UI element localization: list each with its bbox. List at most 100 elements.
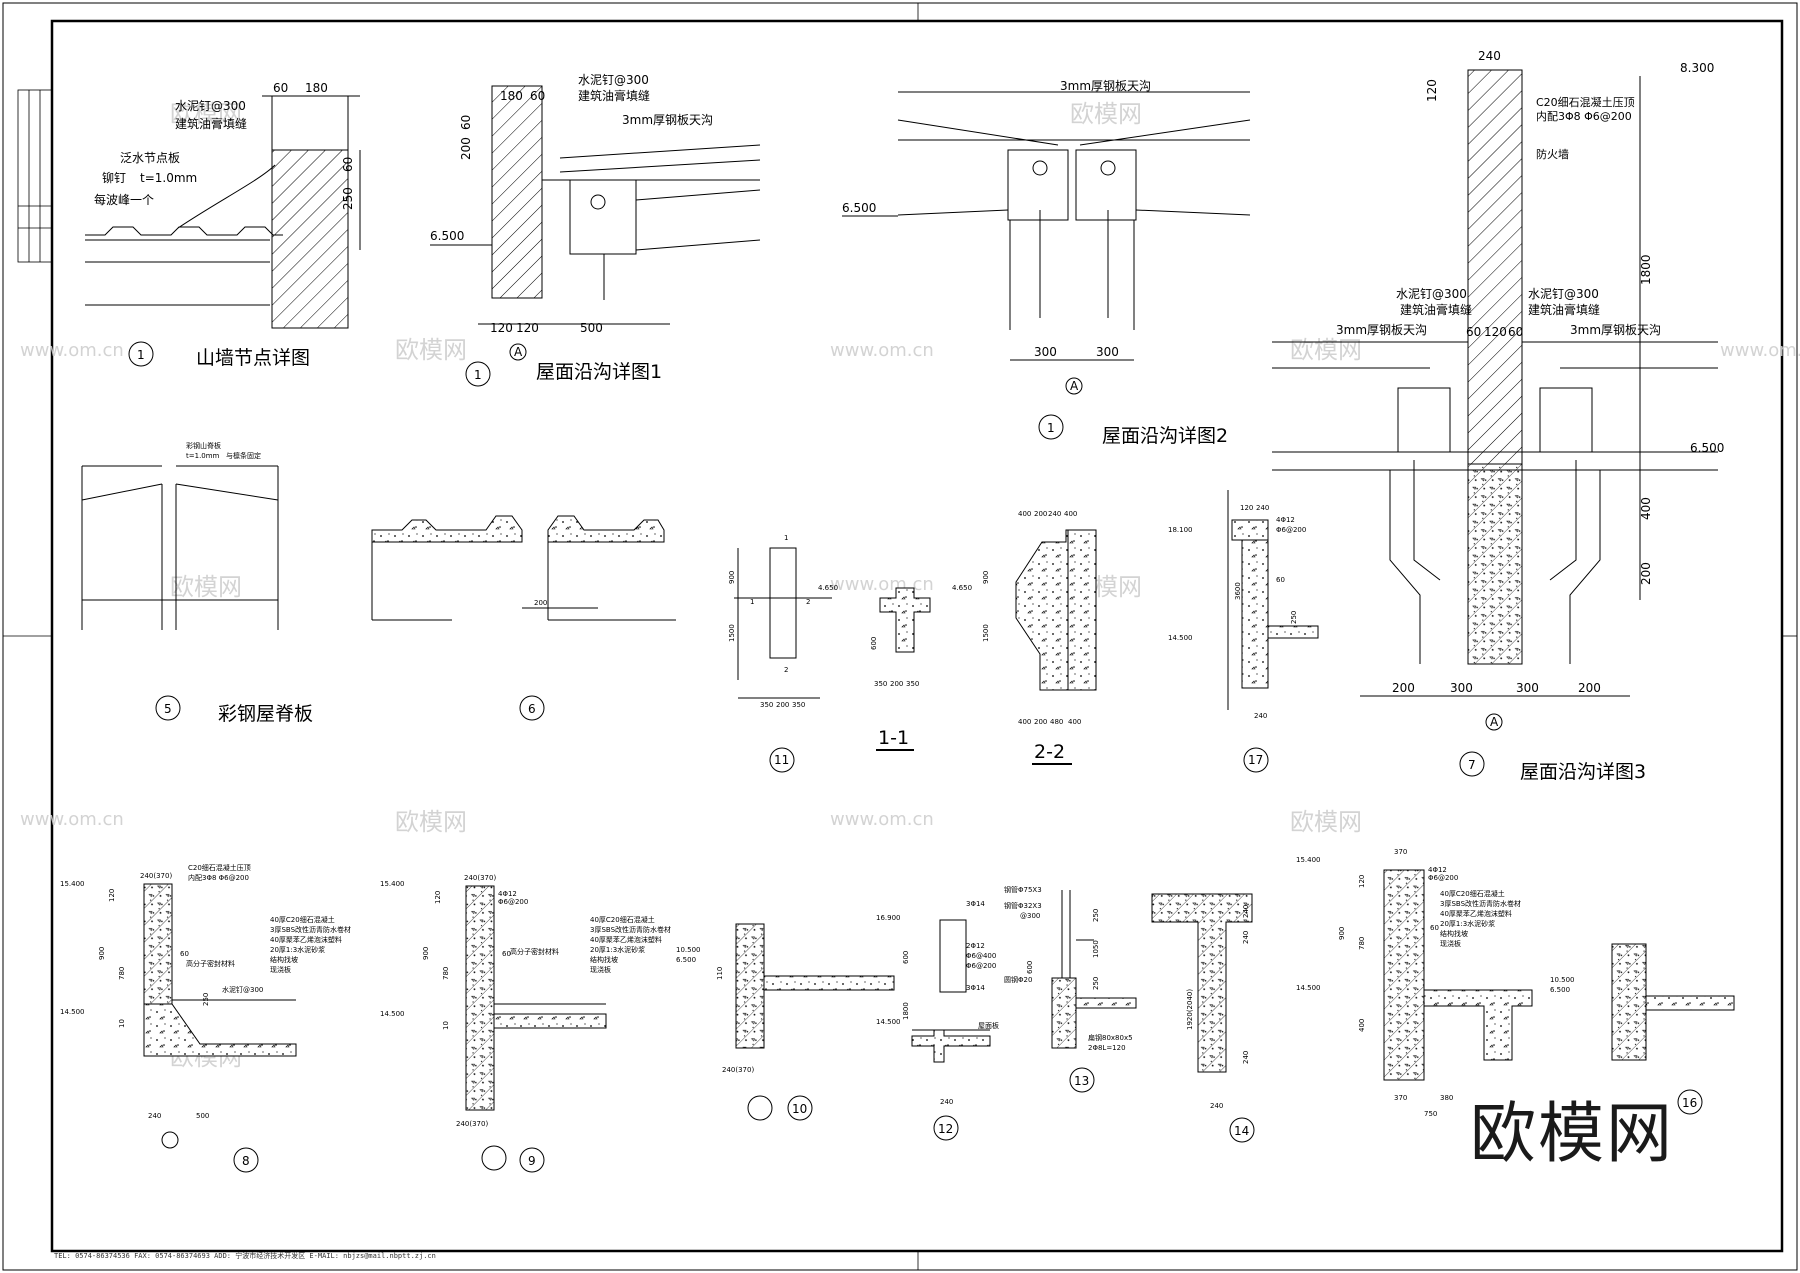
d16-dim-370b: 370 bbox=[1394, 1094, 1407, 1102]
detail-5-ridge: 彩钢山脊板 t=1.0mm 与檩条固定 5 彩钢屋脊板 bbox=[81, 441, 313, 725]
d11-sec-d: 2 bbox=[784, 666, 788, 674]
d16-layer-2: 3厚SBS改性沥青防水卷材 bbox=[1440, 899, 1521, 908]
d8-layer-2: 3厚SBS改性沥青防水卷材 bbox=[270, 925, 351, 934]
d5-title: 彩钢屋脊板 bbox=[218, 703, 313, 725]
gutter1-dim-200: 200 bbox=[459, 137, 473, 160]
watermark-url-3: www.om.cn bbox=[830, 574, 934, 595]
d11-sec-c: 2 bbox=[806, 598, 810, 606]
d2-2-dim-240: 240 bbox=[1048, 510, 1061, 518]
gutter3-dim-400: 400 bbox=[1639, 497, 1653, 520]
d13-note-pipe75: 钢管Φ75X3 bbox=[1004, 885, 1042, 894]
d16-level-c: 10.500 bbox=[1550, 976, 1575, 984]
gutter2-note: 3mm厚钢板天沟 bbox=[1060, 79, 1151, 93]
d13-dim-250a: 250 bbox=[1092, 909, 1100, 922]
d16-note-a: 4Φ12 bbox=[1428, 866, 1447, 874]
d16-level-d: 6.500 bbox=[1550, 986, 1570, 994]
d9-dim-780: 780 bbox=[442, 967, 450, 980]
gutter2-axis: A bbox=[1070, 379, 1079, 393]
d14-dim-240a: 240 bbox=[1242, 905, 1250, 918]
d16-level-a: 15.400 bbox=[1296, 856, 1321, 864]
d14-dim-240d: 240 bbox=[1210, 1102, 1223, 1110]
d2-2-dim-400b: 400 bbox=[1064, 510, 1077, 518]
watermark-url-2: www.om.cn bbox=[830, 340, 934, 361]
watermark-3: 欧模网 bbox=[1070, 100, 1142, 128]
d16-dim-400: 400 bbox=[1358, 1019, 1366, 1032]
d17-dim-240: 240 bbox=[1256, 504, 1269, 512]
d8-level-a: 15.400 bbox=[60, 880, 85, 888]
d11-number: 11 bbox=[774, 753, 789, 767]
d2-2-dim-200b: 200 bbox=[1034, 718, 1047, 726]
d6-dim-200: 200 bbox=[534, 599, 547, 607]
d9-layer-1: 40厚C20细石混凝土 bbox=[590, 915, 655, 924]
gable-dim-250: 250 bbox=[341, 187, 355, 210]
d9-dim-900: 900 bbox=[422, 947, 430, 960]
d11-dim-200: 200 bbox=[776, 701, 789, 709]
d5-note-fix: 与檩条固定 bbox=[226, 451, 261, 460]
d16-layer-6: 现浇板 bbox=[1440, 939, 1461, 948]
gutter1-dim-500: 500 bbox=[580, 321, 603, 335]
detail-gable-node: 60 180 60 250 水泥钉@300 建筑油膏填缝 泛水节点板 t=1.0… bbox=[85, 81, 361, 369]
d16-layer-4: 20厚1:3水泥砂浆 bbox=[1440, 919, 1495, 928]
gable-detail-number: 1 bbox=[137, 348, 145, 362]
d10-dim-110: 110 bbox=[716, 967, 724, 980]
d6-number: 6 bbox=[528, 702, 536, 716]
detail-10: 110 240(370) 10.500 6.500 10 bbox=[676, 923, 895, 1121]
d9-note-b: Φ6@200 bbox=[498, 898, 528, 906]
d10-level-a: 10.500 bbox=[676, 946, 701, 954]
d8-dim-780: 780 bbox=[118, 967, 126, 980]
gutter3-note-coping: C20细石混凝土压顶 bbox=[1536, 95, 1635, 109]
gutter3-dim-60b: 60 bbox=[1508, 325, 1523, 339]
gable-note-rivet: 铆钉 bbox=[102, 170, 126, 185]
d14-number: 14 bbox=[1234, 1124, 1249, 1138]
detail-9: 240(370) 120 900 780 60 10 240(370) 15.4… bbox=[380, 874, 671, 1173]
gutter1-dim-120a: 120 bbox=[490, 321, 513, 335]
detail-gutter-2: 6.500 3mm厚钢板天沟 300 300 A 1 屋面沿沟详图2 bbox=[842, 79, 1251, 447]
d16-level-b: 14.500 bbox=[1296, 984, 1321, 992]
d11-dim-350b: 350 bbox=[792, 701, 805, 709]
d10-level-b: 6.500 bbox=[676, 956, 696, 964]
d2-2-dim-400c: 400 bbox=[1018, 718, 1031, 726]
d16-layer-1: 40厚C20细石混凝土 bbox=[1440, 889, 1505, 898]
d2-2-dim-1500: 1500 bbox=[982, 624, 990, 642]
footer-contact: TEL: 0574-86374536 FAX: 0574-86374693 AD… bbox=[54, 1252, 436, 1260]
d5-note-ridge: 彩钢山脊板 bbox=[186, 441, 221, 450]
d16-number: 16 bbox=[1682, 1096, 1697, 1110]
watermark-url-1: www.om.cn bbox=[20, 340, 124, 361]
d1-1-dim-350b: 350 bbox=[906, 680, 919, 688]
d8-layer-5: 结构找坡 bbox=[270, 955, 298, 964]
d10-number: 10 bbox=[792, 1102, 807, 1116]
watermark-url-6: www.om.cn bbox=[1720, 340, 1800, 361]
gutter3-note-rebar: 内配3Φ8 Φ6@200 bbox=[1536, 109, 1632, 123]
d8-dim-240-370: 240(370) bbox=[140, 872, 172, 880]
d17-level-a: 18.100 bbox=[1168, 526, 1193, 534]
d12-note-b: 2Φ12 bbox=[966, 942, 985, 950]
watermark-url-5: www.om.cn bbox=[830, 809, 934, 830]
gutter3-level-8300: 8.300 bbox=[1680, 61, 1714, 75]
d13-dim-600: 600 bbox=[1026, 961, 1034, 974]
d17-dim-120: 120 bbox=[1240, 504, 1253, 512]
gutter1-dim-60: 60 bbox=[530, 89, 545, 103]
d12-dim-1800: 1800 bbox=[902, 1002, 910, 1020]
d9-layer-4: 20厚1:3水泥砂浆 bbox=[590, 945, 645, 954]
d16-dim-750: 750 bbox=[1424, 1110, 1437, 1118]
d16-dim-120: 120 bbox=[1358, 875, 1366, 888]
gutter3-dim-120b: 120 bbox=[1484, 325, 1507, 339]
d17-dim-250: 250 bbox=[1290, 611, 1298, 624]
d8-note-rebar: 内配3Φ8 Φ6@200 bbox=[188, 873, 249, 882]
gable-dim-180: 180 bbox=[305, 81, 328, 95]
gutter3-dim-200a: 200 bbox=[1392, 681, 1415, 695]
d8-dim-10: 10 bbox=[118, 1019, 126, 1028]
d8-dim-900: 900 bbox=[98, 947, 106, 960]
gutter2-dim-300b: 300 bbox=[1096, 345, 1119, 359]
d12-dim-600: 600 bbox=[902, 951, 910, 964]
gutter3-dim-120: 120 bbox=[1425, 79, 1439, 102]
d9-level-a: 15.400 bbox=[380, 880, 405, 888]
gutter1-dim-60b: 60 bbox=[459, 115, 473, 130]
d1-1-title: 1-1 bbox=[878, 727, 909, 749]
d8-dim-240: 240 bbox=[148, 1112, 161, 1120]
d9-dim-120: 120 bbox=[434, 891, 442, 904]
gable-detail-title: 山墙节点详图 bbox=[196, 347, 310, 369]
gutter1-note-gutter: 3mm厚钢板天沟 bbox=[622, 113, 713, 127]
d14-dim-1920: 1920(2040) bbox=[1186, 989, 1194, 1030]
gutter1-dim-120b: 120 bbox=[516, 321, 539, 335]
